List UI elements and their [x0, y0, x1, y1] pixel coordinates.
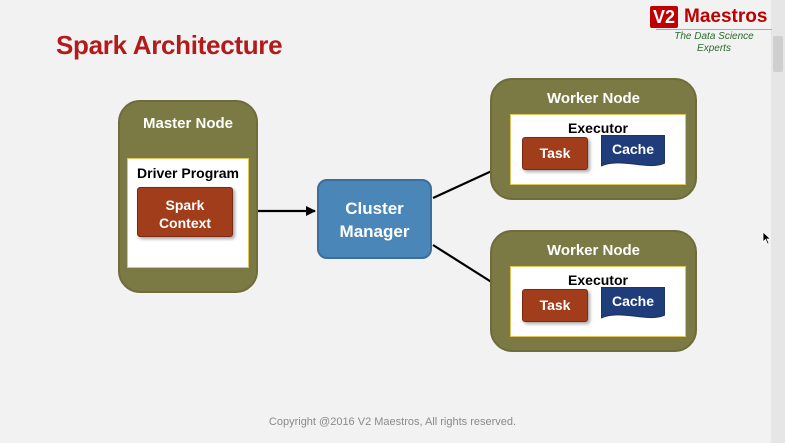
task-2-label: Task — [539, 297, 571, 313]
cache-2-label: Cache — [611, 293, 655, 309]
slide-title: Spark Architecture — [56, 30, 283, 60]
cluster-manager-line1: Cluster — [345, 199, 404, 218]
executor-2-label: Executor — [568, 272, 628, 288]
brand-logo: V2 Maestros The Data Science Experts — [650, 4, 775, 54]
spark-context-line1: Spark — [165, 197, 205, 213]
logo-name: Maestros — [684, 6, 768, 27]
task-1-label: Task — [539, 145, 571, 161]
cache-2-shape — [600, 286, 666, 319]
cluster-manager-box: Cluster Manager — [317, 179, 432, 259]
driver-program-label: Driver Program — [137, 165, 239, 181]
spark-context-line2: Context — [158, 215, 212, 231]
scrollbar-thumb[interactable] — [773, 36, 783, 72]
cache-1-label: Cache — [611, 141, 655, 157]
spark-context-box: Spark Context — [137, 187, 233, 237]
cache-1-shape — [600, 134, 666, 167]
task-1-box: Task — [522, 137, 588, 170]
copyright-footer: Copyright @2016 V2 Maestros, All rights … — [268, 416, 517, 428]
cluster-manager-line2: Manager — [339, 222, 410, 241]
master-node-title: Master Node — [142, 115, 234, 132]
logo-badge: V2 — [650, 6, 679, 28]
vertical-scrollbar[interactable] — [771, 0, 785, 443]
cache-2-box: Cache — [600, 286, 666, 321]
cache-1-box: Cache — [600, 134, 666, 169]
mouse-cursor-icon — [762, 231, 772, 245]
logo-tagline: The Data Science Experts — [656, 29, 772, 55]
worker-node-2-title: Worker Node — [546, 242, 641, 259]
executor-1-label: Executor — [568, 120, 628, 136]
task-2-box: Task — [522, 289, 588, 322]
worker-node-1-title: Worker Node — [546, 90, 641, 107]
